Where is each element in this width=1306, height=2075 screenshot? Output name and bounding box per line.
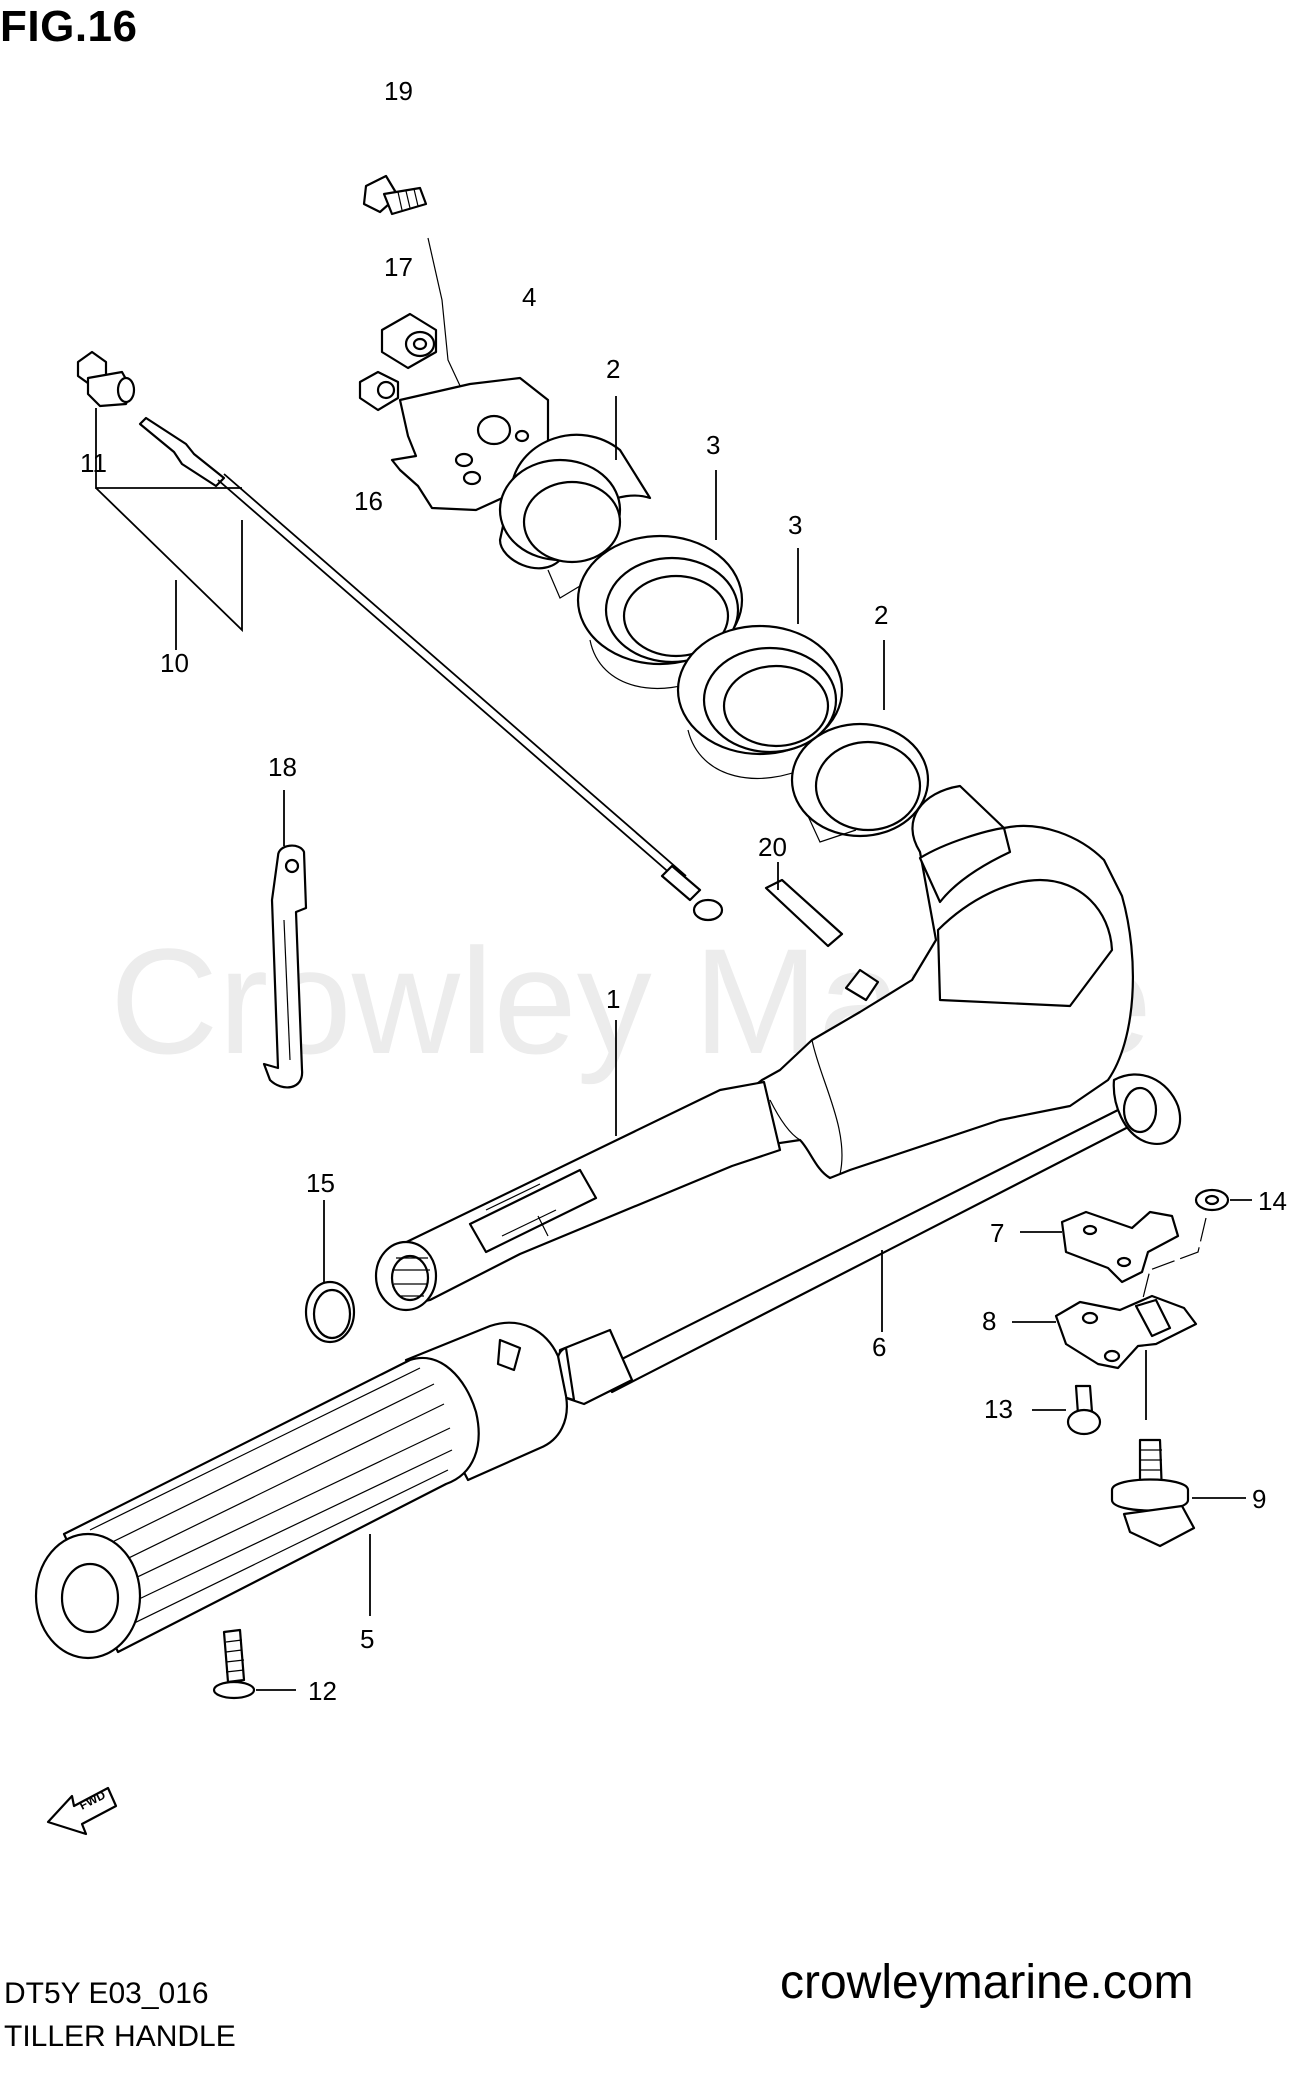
callout-17: 17 — [384, 252, 413, 282]
callout-3-b: 3 — [788, 510, 802, 540]
part-16-collar[interactable] — [358, 370, 400, 412]
leader-19 — [427, 237, 463, 391]
part-20-label[interactable] — [764, 878, 844, 948]
callout-13: 13 — [984, 1394, 1013, 1424]
part-11-fitting[interactable] — [76, 350, 136, 408]
part-10-cable[interactable] — [138, 416, 724, 922]
figure-code: DT5Y E03_016 — [4, 1977, 209, 2010]
part-4-plate[interactable] — [390, 376, 550, 512]
callout-16: 16 — [354, 486, 383, 516]
part-9-bolt[interactable] — [1110, 1438, 1196, 1548]
part-17-collar[interactable] — [380, 312, 438, 370]
part-3-bushing-b[interactable] — [676, 624, 844, 779]
callout-19: 19 — [384, 76, 413, 106]
dash-14 — [1139, 1217, 1207, 1311]
website-link[interactable]: crowleymarine.com — [780, 1956, 1194, 2009]
callout-12: 12 — [308, 1676, 337, 1706]
part-6-shaft[interactable] — [554, 1073, 1182, 1406]
figure-title: FIG.16 — [0, 2, 138, 51]
callout-2-lower: 2 — [874, 600, 888, 630]
part-13-screw[interactable] — [1066, 1384, 1102, 1436]
callout-15: 15 — [306, 1168, 335, 1198]
callout-2-upper: 2 — [606, 354, 620, 384]
fwd-arrow-icon: FWD — [46, 1786, 118, 1836]
part-2-bushing-upper[interactable] — [498, 433, 652, 599]
part-19-bolt[interactable] — [362, 174, 428, 216]
callout-6: 6 — [872, 1332, 886, 1362]
callout-10: 10 — [160, 648, 189, 678]
callout-9: 9 — [1252, 1484, 1266, 1514]
part-12-screw[interactable] — [212, 1628, 256, 1700]
figure-name: TILLER HANDLE — [4, 2020, 236, 2053]
part-8-bracket[interactable] — [1054, 1294, 1198, 1370]
callout-4: 4 — [522, 282, 536, 312]
leader-10 — [95, 487, 243, 650]
callout-8: 8 — [982, 1306, 996, 1336]
part-3-bushing-a[interactable] — [576, 534, 744, 689]
callout-11: 11 — [80, 448, 107, 478]
callout-18: 18 — [268, 752, 297, 782]
callout-20: 20 — [758, 832, 787, 862]
part-5-grip[interactable] — [34, 1321, 568, 1660]
part-15-o-ring[interactable] — [304, 1280, 356, 1344]
part-2-bushing-lower[interactable] — [790, 722, 930, 843]
callout-3-a: 3 — [706, 430, 720, 460]
callout-5: 5 — [360, 1624, 374, 1654]
callout-14: 14 — [1258, 1186, 1287, 1216]
part-18-strap[interactable] — [262, 844, 308, 1089]
part-1-tiller-bracket[interactable] — [374, 784, 1134, 1312]
part-7-plate[interactable] — [1060, 1210, 1180, 1284]
callout-1: 1 — [606, 984, 620, 1014]
part-14-washer[interactable] — [1194, 1188, 1230, 1212]
callout-7: 7 — [990, 1218, 1004, 1248]
